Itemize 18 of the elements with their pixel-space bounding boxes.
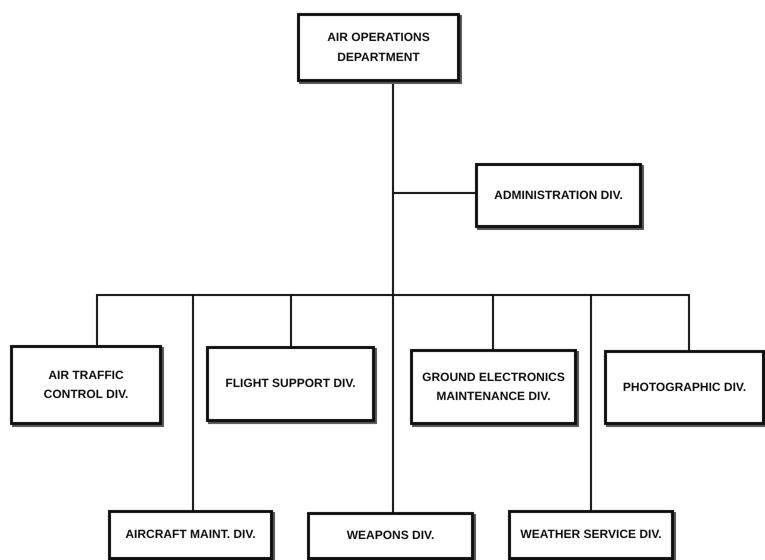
division-box [307,512,474,560]
division-name: FLIGHT SUPPORT DIV. [225,375,356,392]
division-box [206,346,375,422]
division-box [604,350,765,425]
division-box [297,13,460,82]
division-name: WEAPONS DIV. [346,527,434,544]
division-name: ADMINISTRATION DIV. [494,186,623,204]
division-name: AIR OPERATIONS DEPARTMENT [326,29,431,66]
division-box [508,510,674,560]
division-name: AIR TRAFFIC CONTROL DIV. [42,366,130,403]
division-name: GROUND ELECTRONICS MAINTENANCE DIV. [421,368,566,405]
division-box [475,163,642,228]
division-name: PHOTOGRAPHIC DIV. [622,378,746,396]
division-box [108,510,273,560]
division-name: WEATHER SERVICE DIV. [520,526,662,544]
division-box [10,345,162,425]
division-box [410,349,577,425]
division-name: AIRCRAFT MAINT. DIV. [125,526,256,544]
